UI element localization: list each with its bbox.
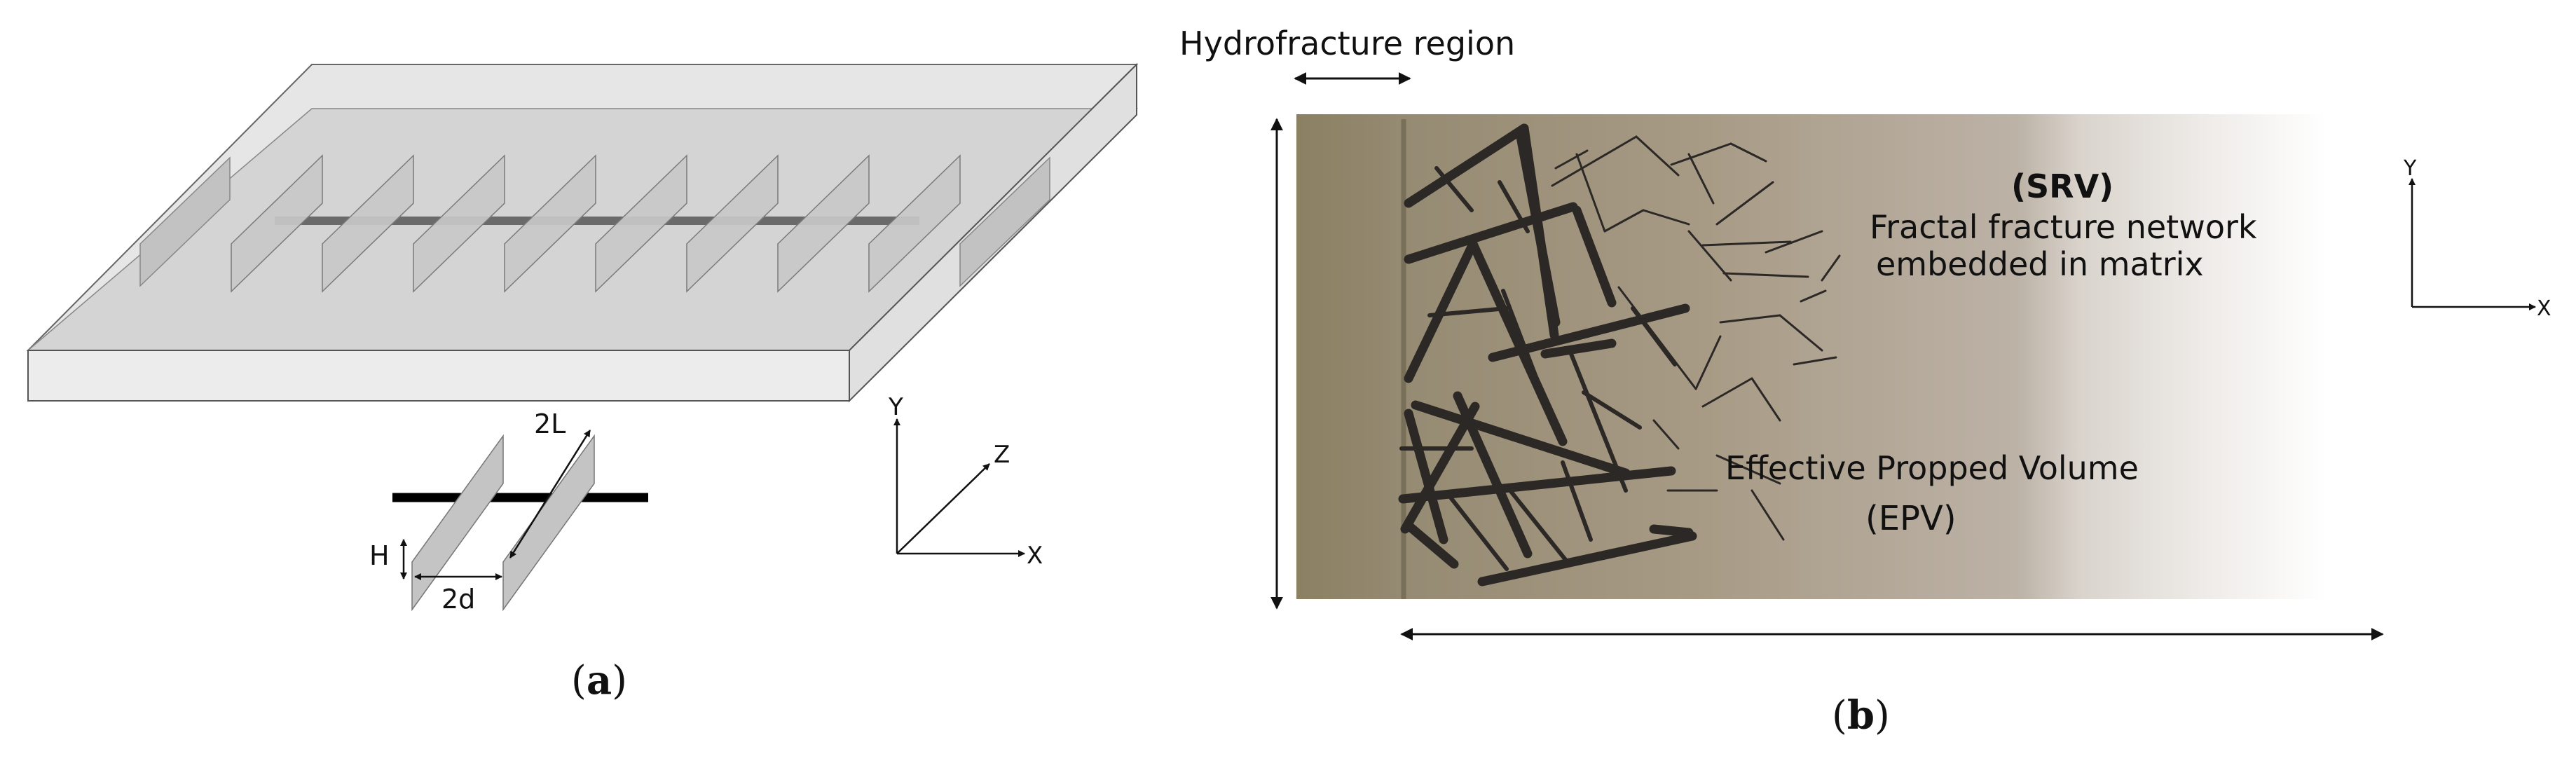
fracture-plane-2	[322, 154, 414, 293]
axes-triad-b: Y X	[2403, 156, 2551, 321]
thin-fracture-27	[1800, 289, 1827, 303]
axis-y-label: Y	[888, 393, 903, 421]
thin-fracture-3	[1670, 142, 1732, 166]
thin-fracture-22	[1751, 489, 1785, 541]
thick-fracture-13	[1404, 409, 1448, 544]
axes-triad-a: Y Z X	[888, 393, 1043, 570]
medium-fracture-6	[1561, 460, 1593, 542]
thin-fracture-21	[1715, 454, 1781, 485]
thin-fracture-15	[1701, 377, 1753, 408]
thin-fracture-18	[1719, 314, 1781, 324]
epv-label-line1: Effective Propped Volume	[1725, 449, 2139, 487]
fracture-plane-7	[777, 154, 870, 293]
axis-y-label: Y	[2403, 156, 2417, 181]
hydrofracture-region-label: Hydrofracture region	[1179, 25, 1515, 62]
thick-fracture-12	[1477, 531, 1697, 587]
thin-fracture-17	[1652, 419, 1680, 450]
fracture-plane-5	[595, 154, 687, 293]
axis-x-label: X	[1027, 542, 1043, 570]
fracture-plane-1	[231, 154, 323, 293]
thick-fracture-1	[1404, 123, 1529, 208]
fracture-plane-3	[413, 154, 505, 293]
axis-x-label: X	[2537, 296, 2551, 321]
panel-b: Hydrofracture region (SRV) Fractal fract…	[1179, 25, 2551, 739]
thin-fracture-9	[1642, 209, 1690, 226]
label-2d: 2d	[441, 584, 475, 615]
fracture-spacing-inset: 2L H 2d	[369, 409, 648, 615]
thick-fracture-6	[1468, 239, 1568, 446]
thin-fracture-19	[1779, 314, 1823, 352]
thick-fracture-17	[1649, 524, 1694, 537]
medium-fracture-5	[1508, 488, 1568, 563]
thick-fracture-8	[1411, 400, 1631, 478]
slab-front-face	[27, 350, 850, 402]
thick-fracture-7	[1488, 303, 1690, 362]
thick-fracture-5	[1404, 239, 1478, 383]
thin-fracture-20	[1793, 356, 1837, 366]
thin-fracture-1	[1551, 135, 1638, 187]
thin-fracture-24	[1554, 149, 1589, 170]
thin-fracture-26	[1729, 142, 1767, 163]
fracture-plane-8	[868, 154, 961, 293]
thin-fracture-16	[1751, 377, 1781, 422]
thin-fracture-4	[1687, 153, 1715, 205]
axis-z-label: Z	[994, 441, 1010, 469]
thin-fracture-11	[1722, 272, 1809, 278]
thick-fracture-10	[1398, 466, 1676, 504]
thin-fracture-7	[1575, 153, 1606, 233]
thin-fracture-10	[1687, 230, 1732, 282]
inset-fracture-left	[411, 434, 504, 612]
caption-b: (b)	[1832, 692, 1890, 739]
srv-description-line2: embedded in matrix	[1876, 245, 2204, 283]
thin-fracture-2	[1635, 135, 1680, 177]
thin-fracture-8	[1603, 209, 1645, 233]
medium-fracture-11	[1582, 390, 1642, 430]
edge-fracture-right	[959, 156, 1050, 287]
thin-fracture-6	[1701, 240, 1792, 247]
inset-fracture-right	[502, 434, 595, 612]
epv-label-line2: (EPV)	[1865, 499, 1957, 538]
thin-fracture-5	[1715, 181, 1774, 226]
thin-fracture-14	[1694, 335, 1722, 390]
fracture-plane-4	[504, 154, 596, 293]
thick-fracture-4	[1572, 205, 1617, 308]
srv-description-line1: Fractal fracture network	[1870, 208, 2257, 246]
medium-fracture-9	[1434, 166, 1474, 212]
thick-fracture-3	[1404, 202, 1578, 264]
thin-fracture-25	[1821, 254, 1841, 282]
dimension-2L-arrow	[509, 430, 591, 558]
srv-title: (SRV)	[2011, 167, 2113, 205]
medium-fracture-4	[1448, 495, 1509, 571]
edge-fracture-left	[139, 156, 231, 287]
fractal-fracture-network	[1398, 123, 1841, 587]
hydraulic-fracture-planes	[231, 154, 961, 293]
caption-a: (a)	[571, 657, 627, 704]
axis-z-line	[896, 463, 990, 554]
label-2L: 2L	[534, 409, 566, 439]
thick-fracture-11	[1400, 402, 1480, 534]
panel-a: 2L H 2d Y Z X (a)	[26, 62, 1139, 704]
thick-fracture-14	[1540, 338, 1617, 359]
label-H: H	[369, 540, 390, 571]
thick-fracture-15	[1404, 521, 1459, 569]
fracture-plane-6	[686, 154, 779, 293]
thin-fracture-12	[1765, 230, 1823, 254]
thick-fracture-16	[1516, 132, 1561, 327]
